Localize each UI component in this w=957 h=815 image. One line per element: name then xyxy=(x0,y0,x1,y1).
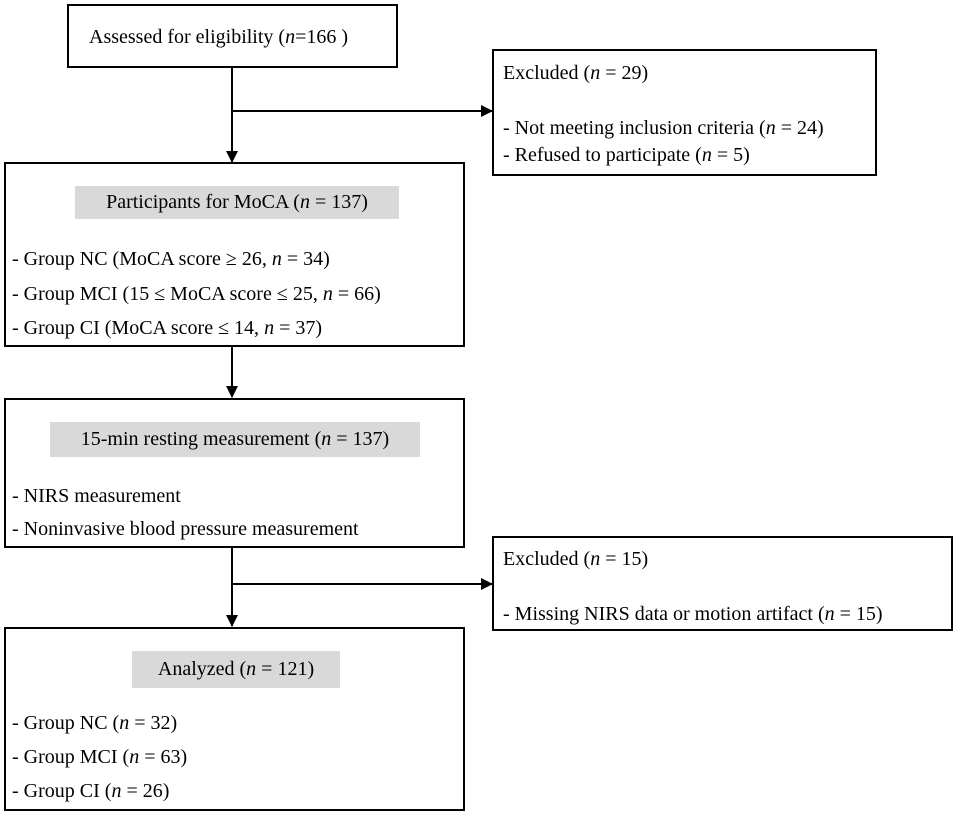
moca-item-pre: - Group NC (MoCA score ≥ 26, xyxy=(12,248,272,270)
excluded-2-title-n: n xyxy=(590,548,601,570)
moca-item-post: = 34) xyxy=(281,248,330,270)
resting-item: - Noninvasive blood pressure measurement xyxy=(12,518,359,540)
eligibility-text-post: =166 ) xyxy=(295,26,349,48)
excluded-1-title: Excluded (n = 29) xyxy=(503,61,648,85)
analyzed-box: Analyzed (n = 121) - Group NC (n = 32) -… xyxy=(4,627,465,811)
eligibility-n: n xyxy=(285,26,296,48)
moca-item-post: = 66) xyxy=(332,283,381,305)
eligibility-text: Assessed for eligibility (n=166 ) xyxy=(89,25,348,49)
analyzed-item-post: = 63) xyxy=(139,746,188,768)
moca-header-pre: Participants for MoCA ( xyxy=(106,191,300,213)
moca-item-post: = 37) xyxy=(274,317,323,339)
analyzed-item-post: = 26) xyxy=(121,780,170,802)
moca-item: - Group CI (MoCA score ≤ 14, n = 37) xyxy=(12,316,322,340)
moca-item-pre: - Group CI (MoCA score ≤ 14, xyxy=(12,317,265,339)
excluded-1-title-pre: Excluded ( xyxy=(503,62,591,84)
moca-item: - Group MCI (15 ≤ MoCA score ≤ 25, n = 6… xyxy=(12,282,381,306)
analyzed-item-n: n xyxy=(111,780,122,802)
excluded-1-item-pre: - Refused to participate ( xyxy=(503,144,702,166)
excluded-2-item-post: = 15) xyxy=(834,603,883,625)
analyzed-header: Analyzed (n = 121) xyxy=(132,651,340,688)
resting-box: 15-min resting measurement (n = 137) - N… xyxy=(4,398,465,548)
analyzed-header-n: n xyxy=(246,658,257,680)
excluded-1-item-n: n xyxy=(765,117,776,139)
eligibility-box: Assessed for eligibility (n=166 ) xyxy=(67,4,398,68)
analyzed-item: - Group MCI (n = 63) xyxy=(12,745,187,769)
moca-header: Participants for MoCA (n = 137) xyxy=(75,186,399,219)
excluded-box-1: Excluded (n = 29) - Not meeting inclusio… xyxy=(492,49,877,176)
resting-header-n: n xyxy=(321,428,332,450)
moca-item-n: n xyxy=(264,317,275,339)
moca-box: Participants for MoCA (n = 137) - Group … xyxy=(4,162,465,347)
analyzed-item-post: = 32) xyxy=(129,712,178,734)
resting-header-pre: 15-min resting measurement ( xyxy=(80,428,322,450)
excluded-1-item-post: = 24) xyxy=(775,117,824,139)
moca-item-n: n xyxy=(271,248,282,270)
excluded-1-title-post: = 29) xyxy=(600,62,649,84)
moca-item-n: n xyxy=(322,283,333,305)
excluded-2-item: - Missing NIRS data or motion artifact (… xyxy=(503,602,883,626)
excluded-1-title-n: n xyxy=(590,62,601,84)
moca-item: - Group NC (MoCA score ≥ 26, n = 34) xyxy=(12,247,330,271)
excluded-2-title: Excluded (n = 15) xyxy=(503,547,648,571)
excluded-2-title-pre: Excluded ( xyxy=(503,548,591,570)
analyzed-item-n: n xyxy=(129,746,140,768)
excluded-2-item-pre: - Missing NIRS data or motion artifact ( xyxy=(503,603,825,625)
analyzed-item: - Group CI (n = 26) xyxy=(12,779,169,803)
resting-header: 15-min resting measurement (n = 137) xyxy=(50,422,420,457)
excluded-1-item: - Refused to participate (n = 5) xyxy=(503,143,750,167)
analyzed-header-pre: Analyzed ( xyxy=(157,658,247,680)
analyzed-item-pre: - Group MCI ( xyxy=(12,746,130,768)
resting-item: - NIRS measurement xyxy=(12,485,181,507)
excluded-1-item-pre: - Not meeting inclusion criteria ( xyxy=(503,117,766,139)
eligibility-text-pre: Assessed for eligibility ( xyxy=(89,26,286,48)
analyzed-header-post: = 121) xyxy=(256,658,315,680)
moca-header-n: n xyxy=(299,191,310,213)
analyzed-item: - Group NC (n = 32) xyxy=(12,711,177,735)
resting-header-post: = 137) xyxy=(331,428,390,450)
moca-item-pre: - Group MCI (15 ≤ MoCA score ≤ 25, xyxy=(12,283,323,305)
analyzed-item-pre: - Group CI ( xyxy=(12,780,112,802)
excluded-2-item-n: n xyxy=(824,603,835,625)
analyzed-item-n: n xyxy=(119,712,130,734)
excluded-1-item-post: = 5) xyxy=(711,144,750,166)
excluded-1-item-n: n xyxy=(701,144,712,166)
moca-header-post: = 137) xyxy=(309,191,368,213)
excluded-2-title-post: = 15) xyxy=(600,548,649,570)
excluded-1-item: - Not meeting inclusion criteria (n = 24… xyxy=(503,116,824,140)
analyzed-item-pre: - Group NC ( xyxy=(12,712,120,734)
excluded-box-2: Excluded (n = 15) - Missing NIRS data or… xyxy=(492,536,953,631)
